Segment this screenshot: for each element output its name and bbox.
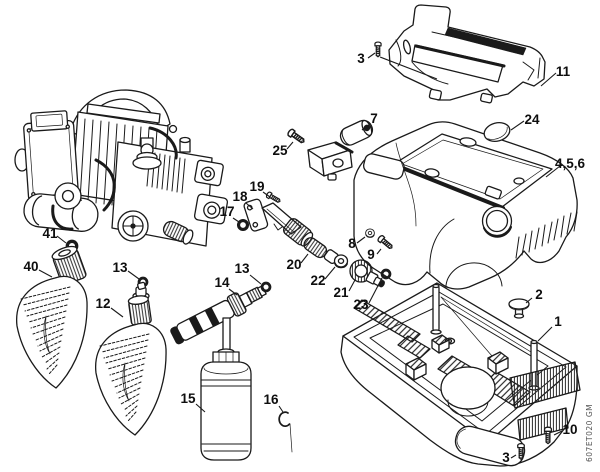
leader-2: [525, 297, 533, 304]
screw-handle-drawing: [374, 41, 382, 58]
callout-18: 18: [232, 189, 248, 204]
callout-12: 12: [95, 296, 110, 311]
callout-17: 17: [219, 204, 234, 219]
outlet-elbow-drawing: [243, 198, 314, 247]
callout-labels: 3 11 24 7 4,5,6 25 19 18 17 41 40 13 12 …: [23, 51, 585, 465]
leader-1: [537, 326, 553, 342]
callout-15: 15: [180, 391, 196, 406]
callout-13a: 13: [112, 260, 128, 275]
brush-bristles: [20, 286, 71, 375]
callout-25: 25: [272, 143, 288, 158]
callout-13b: 13: [234, 261, 250, 276]
leader-9: [376, 248, 382, 255]
motor-pump-assembly-drawing: [14, 89, 229, 247]
screw-base-drawing: [517, 443, 525, 460]
tray-boss: [431, 334, 450, 354]
screw-axis-line: [379, 56, 438, 80]
leader-25: [286, 141, 294, 150]
callout-10: 10: [562, 422, 577, 437]
callout-14: 14: [214, 275, 230, 290]
leader-lines: [38, 52, 563, 459]
knob-drawing: [508, 298, 530, 319]
leader-11: [540, 72, 557, 87]
leader-22: [324, 266, 336, 280]
leader-17: [232, 217, 240, 223]
leader-19: [262, 191, 271, 198]
leader-13a: [127, 270, 140, 280]
callout-11: 11: [556, 64, 571, 79]
callout-22: 22: [310, 273, 325, 288]
callout-7: 7: [370, 111, 378, 126]
leader-15: [195, 403, 206, 413]
callout-1: 1: [554, 314, 562, 329]
callout-8: 8: [348, 236, 356, 251]
leader-23: [368, 277, 383, 304]
callout-24: 24: [524, 112, 540, 127]
leader-8: [356, 236, 366, 244]
leader-456: [545, 165, 561, 178]
wash-brush-small-drawing: [95, 281, 167, 436]
callout-40: 40: [23, 259, 38, 274]
leader-12: [110, 307, 124, 318]
leader-40: [38, 269, 53, 278]
tray-boss: [405, 357, 427, 381]
leader-10: [553, 430, 563, 436]
leader-7: [361, 123, 371, 131]
handle-cover-drawing: [388, 4, 546, 104]
leader-20: [300, 253, 309, 264]
callout-20: 20: [286, 257, 301, 272]
brush-bristles: [99, 333, 150, 422]
washer-drawing: [333, 254, 349, 269]
callout-2: 2: [535, 287, 543, 302]
callout-21: 21: [333, 285, 349, 300]
callout-9: 9: [367, 247, 375, 262]
callout-23: 23: [353, 297, 369, 312]
callout-19: 19: [249, 179, 264, 194]
leader-18: [245, 202, 254, 210]
clip-drawing: [278, 411, 293, 453]
leader-24: [510, 120, 525, 131]
tray-boss: [487, 351, 509, 375]
leader-14: [228, 288, 238, 296]
callout-41: 41: [42, 226, 58, 241]
tray-vent-ribs: [509, 361, 581, 441]
leader-3-handle: [367, 52, 376, 59]
callout-456: 4,5,6: [555, 156, 586, 171]
detergent-bottle-drawing: [200, 351, 252, 461]
base-tray-drawing: [340, 282, 581, 467]
hose-connector-drawing: [349, 259, 385, 288]
leader-16: [278, 405, 284, 413]
leader-13b: [249, 274, 262, 285]
wash-brush-large-drawing: [16, 245, 88, 389]
housing-vent-ribs: [515, 211, 578, 259]
leader-21: [348, 279, 356, 292]
washer-small-drawing: [364, 228, 376, 238]
callout-3-base: 3: [502, 450, 510, 465]
leader-41: [56, 235, 67, 244]
roller-drawing: [339, 119, 374, 146]
callout-16: 16: [263, 392, 279, 407]
leader-3-base: [510, 454, 517, 459]
cover-cap-drawing: [483, 122, 511, 142]
screw-base-front-drawing: [543, 426, 553, 445]
document-code: 607ET020 GM: [585, 404, 594, 462]
callout-3-handle: 3: [357, 51, 365, 66]
switch-block-drawing: [307, 141, 354, 181]
foam-nozzle-drawing: [170, 285, 267, 356]
housing-cover-drawing: [353, 121, 578, 291]
